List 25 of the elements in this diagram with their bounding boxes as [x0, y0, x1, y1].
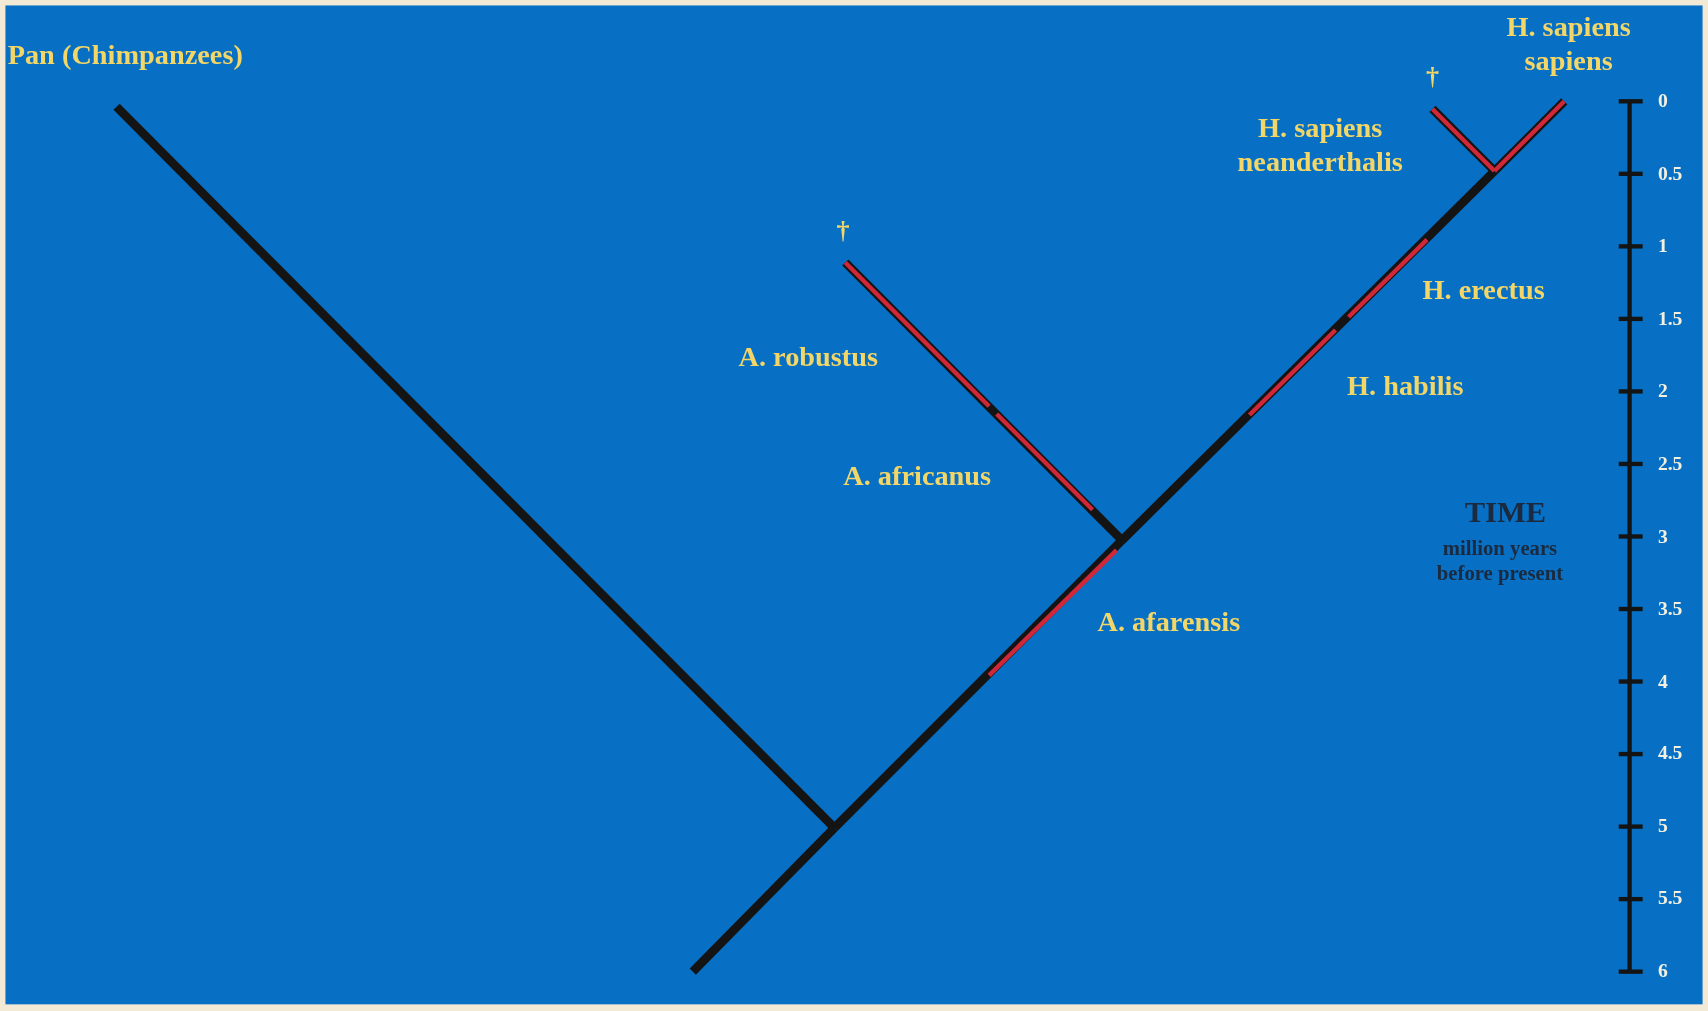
- tick-label: 5: [1657, 814, 1669, 839]
- tick-label: 5.5: [1657, 887, 1684, 911]
- tick-label: 2.5: [1657, 452, 1684, 476]
- tick-label: 4: [1657, 669, 1669, 694]
- species-label: A. robustus: [737, 340, 880, 375]
- species-label: A. africanus: [842, 459, 993, 493]
- species-label: H. habilis: [1345, 368, 1465, 403]
- tick-label: 3.5: [1657, 597, 1684, 621]
- extinction-dagger: †: [1424, 60, 1440, 92]
- tick-label: 2: [1657, 379, 1669, 404]
- species-label: Pan (Chimpanzees): [6, 37, 244, 72]
- species-label: H. sapiens neanderthalis: [1236, 111, 1404, 179]
- tick-label: 6: [1657, 959, 1669, 984]
- axis-title: TIME: [1463, 493, 1548, 531]
- tick-label: 3: [1657, 524, 1669, 549]
- tick-label: 0.5: [1657, 162, 1684, 186]
- tick-label: 4.5: [1657, 742, 1684, 766]
- axis-subtitle: million years before present: [1435, 536, 1565, 586]
- tick-label: 0: [1657, 89, 1669, 114]
- species-label: H. erectus: [1421, 272, 1546, 307]
- tick-label: 1.5: [1657, 307, 1684, 331]
- tick-label: 1: [1657, 234, 1669, 259]
- species-label: A. afarensis: [1096, 605, 1242, 639]
- species-label: H. sapiens sapiens: [1505, 9, 1632, 78]
- extinction-dagger: †: [835, 215, 851, 247]
